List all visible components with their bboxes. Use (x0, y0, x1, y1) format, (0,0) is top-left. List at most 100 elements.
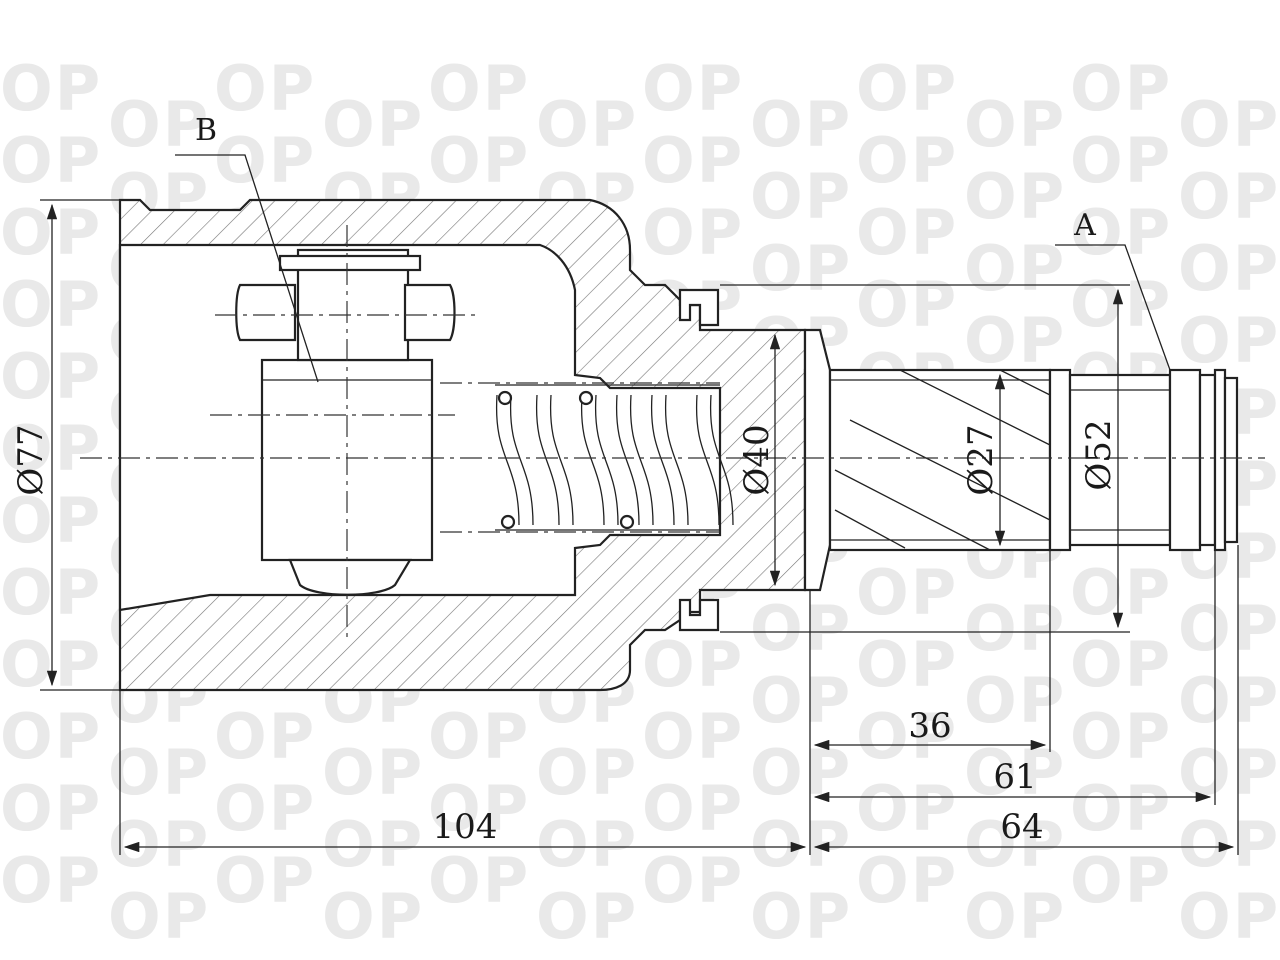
watermark-logo: OP (214, 700, 316, 773)
watermark-logo: OP (536, 736, 638, 809)
watermark-logo: OP (1178, 664, 1280, 737)
extension-lines (119, 545, 1239, 855)
dimension-label-d52: Ø52 (1079, 419, 1119, 490)
label-b-leader: B (175, 113, 319, 383)
watermark-logo: OP (856, 52, 958, 125)
spring-coil (535, 394, 574, 526)
watermark-logo: OP (1070, 844, 1172, 917)
watermark-logo: OP (964, 88, 1066, 161)
watermark-logo: OP (536, 880, 638, 953)
watermark-logo: OP (322, 808, 424, 881)
watermark-logo: OP (0, 700, 102, 773)
watermark-logo: OP (856, 700, 958, 773)
watermark-logo: OP (1070, 556, 1172, 629)
watermark-logo: OP (0, 844, 102, 917)
dimension-label-64: 64 (1000, 807, 1043, 847)
watermark-logo: OP (108, 880, 210, 953)
watermark-logo: OP (964, 304, 1066, 377)
dimension-d40: Ø40 (737, 333, 781, 587)
dimension-label-d77: Ø77 (11, 424, 51, 495)
watermark-logo: OP (428, 700, 530, 773)
watermark-logo: OP (428, 124, 530, 197)
spring-coil (615, 394, 654, 526)
watermark-logo: OP (642, 628, 744, 701)
dimension-61: 61 (813, 757, 1212, 803)
watermark-logo: OP (0, 556, 102, 629)
watermark-logo: OP (750, 592, 852, 665)
spring-coil (695, 394, 734, 526)
watermark-logo: OP (0, 196, 102, 269)
label-b: B (195, 113, 217, 148)
watermark-logo: OP (642, 124, 744, 197)
watermark-logo: OP (1178, 880, 1280, 953)
watermark-logo: OP (750, 232, 852, 305)
watermark-logo: OP (1178, 304, 1280, 377)
watermark-logo: OP (642, 52, 744, 125)
watermark-logo: OP (856, 124, 958, 197)
label-a-leader: A (1055, 208, 1171, 371)
watermark-logo: OP (750, 808, 852, 881)
watermark-logo: OP (964, 160, 1066, 233)
watermark-logo: OP (108, 736, 210, 809)
spring-coil (580, 394, 619, 526)
watermark-logo: OP (428, 52, 530, 125)
dimension-104: 104 (123, 807, 807, 853)
watermark-logo: OP (322, 88, 424, 161)
watermark-logo: OP (964, 880, 1066, 953)
dimension-label-61: 61 (993, 757, 1036, 797)
boot-groove-top (678, 288, 720, 327)
watermark-logo: OP (1178, 736, 1280, 809)
watermark-logo: OP (964, 592, 1066, 665)
watermark-logo: OP (856, 556, 958, 629)
watermark-logo: OP (750, 160, 852, 233)
watermark-logo: OP (0, 772, 102, 845)
dimension-36: 36 (813, 706, 1047, 751)
dimension-64: 64 (813, 807, 1235, 853)
watermark-logo: OP (642, 700, 744, 773)
watermark-logo: OP (0, 52, 102, 125)
watermark-logo: OP (1178, 808, 1280, 881)
splined-shaft (803, 328, 1239, 592)
watermark-logo: OP (1178, 592, 1280, 665)
tripod-assembly (235, 248, 456, 596)
watermark-logo: OP (214, 844, 316, 917)
label-a: A (1073, 208, 1096, 243)
watermark-logo: OP (214, 52, 316, 125)
boot-groove-bottom (678, 598, 720, 632)
watermark-logo: OP (1070, 628, 1172, 701)
watermark-logo: OP (322, 736, 424, 809)
watermark-logo: OP (1070, 700, 1172, 773)
spline-teeth (834, 369, 1051, 551)
watermark-logo: OP (856, 628, 958, 701)
watermark-logo: OP (856, 196, 958, 269)
watermark-logo: OP (536, 808, 638, 881)
watermark-logo: OP (0, 340, 102, 413)
watermark-logo: OP (750, 736, 852, 809)
spring-end (619, 514, 635, 530)
watermark-logo: OP (536, 88, 638, 161)
dimension-label-d27: Ø27 (961, 424, 1001, 495)
watermark-logo: OP (1178, 160, 1280, 233)
dimension-d77: Ø77 (11, 199, 120, 691)
spring (495, 384, 734, 531)
watermark-logo: OP (1070, 196, 1172, 269)
watermark-logo: OP (964, 664, 1066, 737)
watermark-logo: OP (428, 844, 530, 917)
watermark-logo: OP (642, 196, 744, 269)
watermark-logo: OP (0, 268, 102, 341)
watermark-logo: OP (108, 88, 210, 161)
spring-coil (495, 394, 534, 526)
watermark-logo: OP (750, 88, 852, 161)
spring-end (500, 514, 516, 530)
watermark-logo: OP (642, 844, 744, 917)
watermark-logo: OP (214, 124, 316, 197)
dimension-label-36: 36 (908, 706, 951, 746)
watermark-logo: OP (1070, 124, 1172, 197)
watermark-logo: OP (750, 664, 852, 737)
watermark-logo: OP (108, 808, 210, 881)
watermark-logo: OP (856, 268, 958, 341)
watermark-logo: OP (964, 232, 1066, 305)
watermark-logo: OP (1070, 772, 1172, 845)
watermark-logo: OP (750, 880, 852, 953)
watermark-logo: OP (214, 772, 316, 845)
